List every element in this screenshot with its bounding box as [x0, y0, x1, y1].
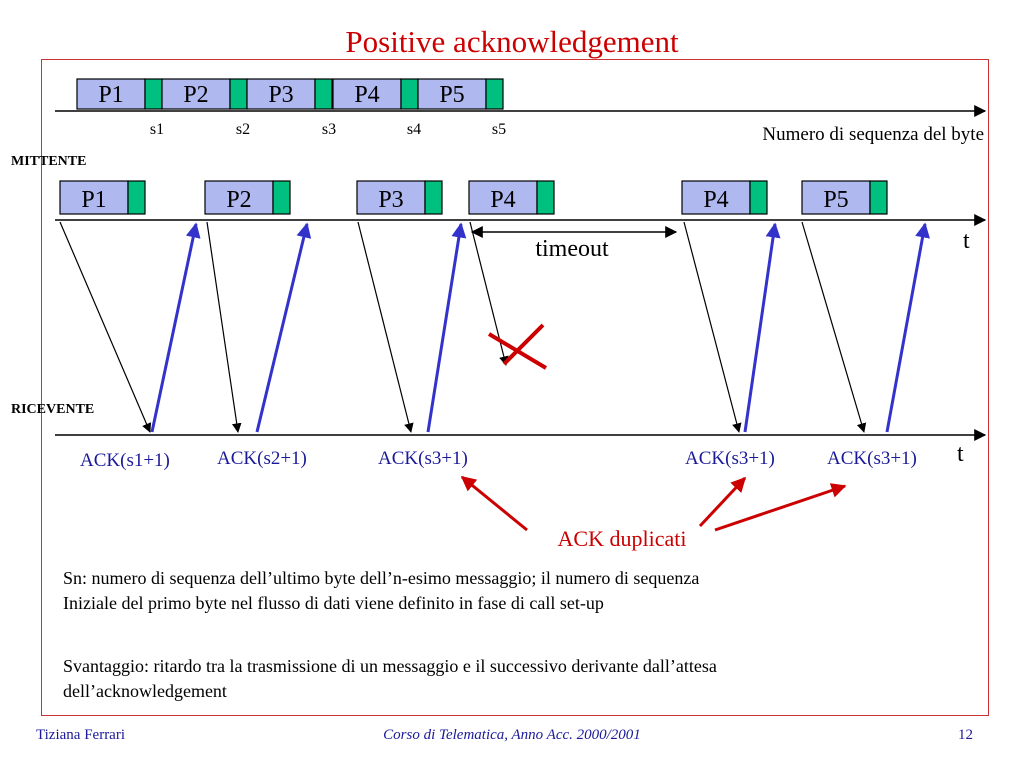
packet-label: P4	[354, 82, 379, 108]
packet-tail	[869, 180, 888, 215]
ack-label-5: ACK(s3+1)	[827, 448, 917, 469]
packet-tail	[749, 180, 768, 215]
sender-timeline: P1 P2 P3 P4 P4 P5 t timeout	[55, 180, 987, 262]
packet-body	[681, 180, 751, 215]
ack-line-4	[743, 222, 781, 433]
packet-label: P3	[268, 82, 293, 108]
sender-label: MITTENTE	[11, 154, 87, 169]
note-line: Sn: numero di sequenza dell’ultimo byte …	[63, 568, 700, 588]
note-line: Svantaggio: ritardo tra la trasmissione …	[63, 656, 717, 676]
receiver-timeline: t	[55, 429, 987, 467]
note-paragraph-2: Svantaggio: ritardo tra la trasmissione …	[63, 654, 993, 704]
receiver-time-label: t	[957, 441, 964, 467]
packet-transmissions	[59, 221, 867, 433]
packet-label: P3	[378, 187, 403, 213]
duplicate-ack-label: ACK duplicati	[558, 526, 687, 551]
sender-time-label: t	[963, 228, 970, 254]
footer-course: Corso di Telematica, Anno Acc. 2000/2001	[383, 727, 641, 743]
packet-tail	[485, 78, 504, 110]
transmission-p4-retry	[683, 221, 742, 433]
packet-label: P4	[490, 187, 515, 213]
packet-tail	[229, 78, 248, 110]
stream-packets: P1 P2 P3 P4 P5	[76, 78, 504, 110]
note-line: Iniziale del primo byte nel flusso di da…	[63, 593, 604, 613]
packet-tail	[400, 78, 419, 110]
sent-packet-5: P5	[801, 180, 888, 215]
byte-stream: P1 P2 P3 P4 P5 s1 s2 s3 s4 s5 Numero di sequenza…	[55, 78, 987, 145]
transmission-p2	[206, 221, 242, 433]
ack-label-2: ACK(s2+1)	[217, 448, 307, 469]
stream-packet-p2: P2	[161, 78, 248, 110]
packet-body	[76, 78, 146, 110]
sequence-marks: s1 s2 s3 s4 s5	[150, 121, 506, 138]
stream-packet-p3: P3	[246, 78, 333, 110]
ack-line-3	[426, 222, 467, 433]
sent-packet-0: P1	[59, 180, 146, 215]
byte-axis-label: Numero di sequenza del byte	[762, 124, 984, 145]
ack-line-5	[885, 222, 930, 433]
packet-body	[468, 180, 538, 215]
ack-label-3: ACK(s3+1)	[378, 448, 468, 469]
packet-body	[801, 180, 871, 215]
sent-packets: P1 P2 P3 P4 P4 P5	[59, 180, 888, 215]
slide-frame	[41, 59, 989, 716]
packet-tail	[144, 78, 163, 110]
note-paragraph-1: Sn: numero di sequenza dell’ultimo byte …	[63, 566, 993, 616]
packet-label: P4	[703, 187, 728, 213]
packet-tail	[314, 78, 333, 110]
note-line: dell’acknowledgement	[63, 681, 227, 701]
packet-label: P2	[183, 82, 208, 108]
stream-packet-p5: P5	[417, 78, 504, 110]
transmission-p1	[59, 221, 152, 433]
transmission-p5	[801, 221, 867, 433]
stream-packet-p4: P4	[332, 78, 419, 110]
ack-transmissions	[150, 222, 930, 433]
packet-tail	[424, 180, 443, 215]
sequence-mark-s4: s4	[407, 121, 421, 138]
ack-labels: ACK(s1+1) ACK(s2+1) ACK(s3+1) ACK(s3+1) …	[80, 448, 917, 471]
stream-packet-p1: P1	[76, 78, 163, 110]
footer-page-number: 12	[958, 727, 973, 743]
packet-body	[356, 180, 426, 215]
receiver-label: RICEVENTE	[11, 402, 95, 417]
sequence-mark-s2: s2	[236, 121, 250, 138]
packet-body	[59, 180, 129, 215]
packet-body	[161, 78, 231, 110]
transmission-p4-lost	[469, 221, 509, 366]
sent-packet-1: P2	[204, 180, 291, 215]
sequence-mark-s1: s1	[150, 121, 164, 138]
slide-title: Positive acknowledgement	[345, 24, 679, 59]
footer-author: Tiziana Ferrari	[36, 727, 126, 743]
packet-label: P1	[98, 82, 123, 108]
packet-label: P2	[226, 187, 251, 213]
ack-label-1: ACK(s1+1)	[80, 450, 170, 471]
lost-packet-cross-icon	[487, 323, 548, 370]
packet-body	[204, 180, 274, 215]
ack-line-2	[255, 222, 312, 433]
duplicate-ack-callout: ACK duplicati	[460, 475, 847, 551]
transmission-p3	[357, 221, 414, 433]
sent-packet-4: P4	[681, 180, 768, 215]
sequence-mark-s3: s3	[322, 121, 336, 138]
timeout-label: timeout	[535, 236, 609, 262]
packet-tail	[127, 180, 146, 215]
sent-packet-2: P3	[356, 180, 443, 215]
sent-packet-3: P4	[468, 180, 555, 215]
packet-label: P5	[823, 187, 848, 213]
dup-arrow-2	[698, 476, 747, 528]
ack-line-1	[150, 222, 201, 433]
packet-tail	[536, 180, 555, 215]
sequence-mark-s5: s5	[492, 121, 506, 138]
ack-label-4: ACK(s3+1)	[685, 448, 775, 469]
packet-label: P1	[81, 187, 106, 213]
dup-arrow-3	[714, 483, 847, 532]
packet-label: P5	[439, 82, 464, 108]
dup-arrow-1	[460, 475, 528, 532]
packet-tail	[272, 180, 291, 215]
